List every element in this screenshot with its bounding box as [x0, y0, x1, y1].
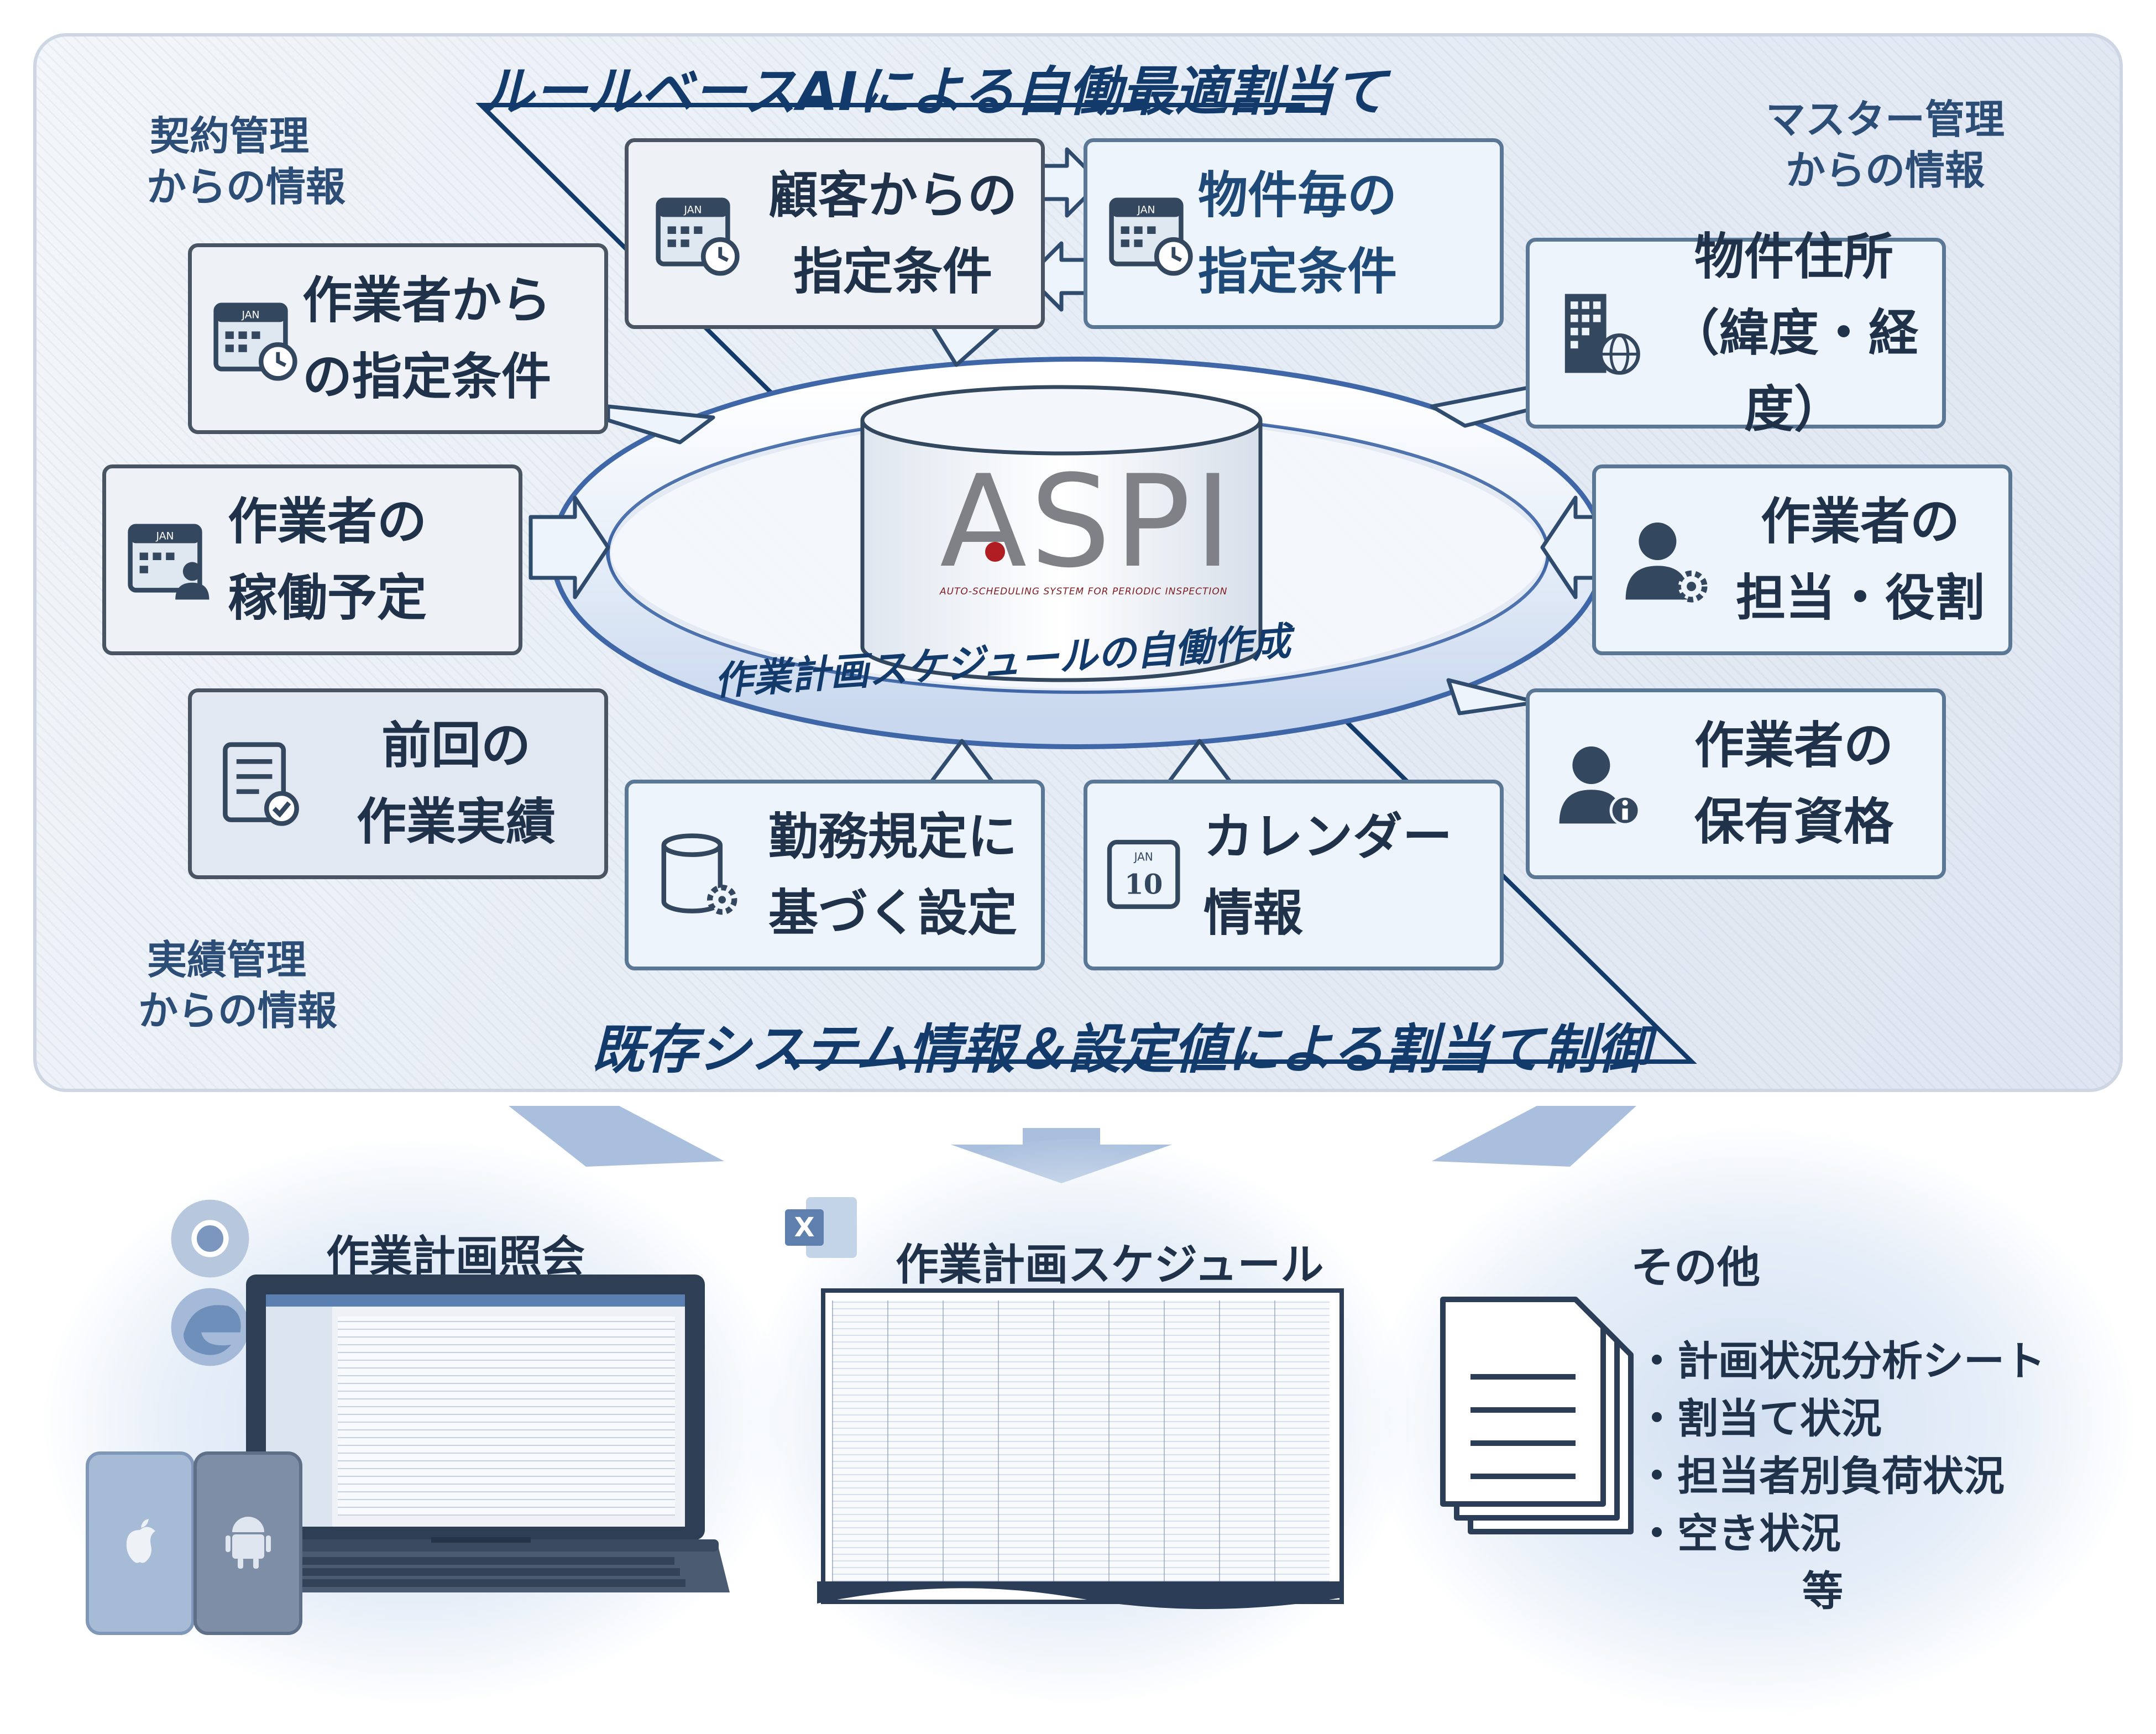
calendar-clock-icon: JAN: [1109, 197, 1193, 276]
corner-contract: 契約管理 からの情報: [146, 113, 346, 210]
box-role-text: 作業者の 担当・役割: [1736, 492, 1985, 627]
box-property-address: 物件住所 （緯度・経度）: [1526, 228, 1946, 438]
box-previous-results: 前回の 作業実績: [188, 688, 608, 879]
laptop-screen: [246, 1275, 705, 1540]
aspi-logo-tagline: AUTO-SCHEDULING SYSTEM FOR PERIODIC INSP…: [940, 586, 1228, 597]
svg-text:JAN: JAN: [242, 309, 260, 321]
inquiry-table: [338, 1317, 675, 1516]
calendar-clock-icon: JAN: [213, 302, 297, 381]
documents-icon: [1440, 1297, 1634, 1534]
calendar-clock-icon: JAN: [656, 197, 740, 276]
iphone-device: [86, 1451, 195, 1635]
android-device: [193, 1451, 302, 1635]
aspi-logo-text: ASPI: [940, 448, 1235, 596]
android-icon: [226, 1517, 271, 1569]
list-item: ・計画状況分析シート: [1636, 1338, 2045, 1385]
box-worker-operation: JAN 作業者の 稼働予定: [102, 464, 522, 655]
list-item: ・担当者別負荷状況: [1636, 1453, 2005, 1500]
building-globe-icon: [1564, 294, 1640, 375]
box-operation-text: 作業者の 稼働予定: [228, 492, 427, 627]
output-title-other: その他: [1631, 1243, 1761, 1293]
chrome-browser-icon: [171, 1199, 249, 1278]
box-worker-conditions-text: 作業者から の指定条件: [302, 271, 551, 406]
excel-icon: X: [785, 1197, 857, 1258]
list-item: ・空き状況: [1636, 1510, 1841, 1558]
headline-top: ルールベースAIによる自働最適割当て: [481, 61, 1387, 123]
other-output-list: ・計画状況分析シート ・割当て状況 ・担当者別負荷状況 ・空き状況 等: [1636, 1333, 2045, 1620]
headline-bottom: 既存システム情報＆設定値による割当て制御: [592, 1019, 1650, 1080]
svg-text:JAN: JAN: [1137, 204, 1155, 216]
box-customer-text: 顧客からの 指定条件: [768, 166, 1017, 301]
svg-text:JAN: JAN: [156, 530, 174, 542]
box-calendar-text: カレンダー 情報: [1203, 807, 1452, 942]
corner-master: マスター管理 からの情報: [1765, 96, 2005, 194]
box-worker-conditions: JAN 作業者から の指定条件: [188, 243, 608, 434]
box-work-rules: 勤務規定に 基づく設定: [625, 780, 1045, 970]
box-previous-text: 前回の 作業実績: [357, 716, 556, 851]
schedule-sheet-curl: [817, 1581, 1339, 1609]
output-title-schedule: 作業計画スケジュール: [896, 1240, 1324, 1290]
svg-text:JAN: JAN: [1133, 850, 1153, 863]
box-worker-role: 作業者の 担当・役割: [1592, 464, 2012, 655]
list-item: ・割当て状況: [1636, 1395, 1882, 1443]
box-property-conditions: JAN 物件毎の 指定条件: [1084, 138, 1504, 329]
schedule-grid: [832, 1300, 1330, 1588]
user-info-icon: [1559, 746, 1641, 826]
apple-icon: [126, 1519, 155, 1563]
aspi-logo-dot: [985, 542, 1005, 562]
output-title-inquiry: 作業計画照会: [326, 1232, 585, 1282]
edge-browser-icon: [171, 1288, 249, 1366]
aspi-database: [860, 385, 1263, 682]
svg-text:10: 10: [1124, 868, 1163, 900]
calendar-user-icon: JAN: [128, 524, 210, 599]
database-gear-icon: [661, 833, 737, 915]
box-customer-conditions: JAN 顧客からの 指定条件: [625, 138, 1045, 329]
box-worker-qualification: 作業者の 保有資格: [1526, 688, 1946, 879]
box-qualification-text: 作業者の 保有資格: [1694, 716, 1893, 851]
checklist-icon: [223, 741, 299, 826]
user-gear-icon: [1625, 522, 1708, 602]
laptop-keyboard: [238, 1537, 730, 1592]
box-property-text: 物件毎の 指定条件: [1198, 166, 1397, 301]
svg-text:JAN: JAN: [684, 204, 702, 216]
laptop-display: [266, 1294, 685, 1527]
corner-results: 実績管理 からの情報: [138, 937, 337, 1034]
box-rules-text: 勤務規定に 基づく設定: [768, 807, 1017, 942]
calendar-day-icon: JAN 10: [1107, 839, 1180, 909]
box-calendar-info: JAN 10 カレンダー 情報: [1084, 780, 1504, 970]
list-item: 等: [1802, 1568, 1843, 1615]
aspi-logo: ASPI AUTO-SCHEDULING SYSTEM FOR PERIODIC…: [940, 448, 1235, 603]
box-address-text: 物件住所 （緯度・経度）: [1670, 227, 1918, 438]
schedule-sheet: [821, 1288, 1344, 1604]
